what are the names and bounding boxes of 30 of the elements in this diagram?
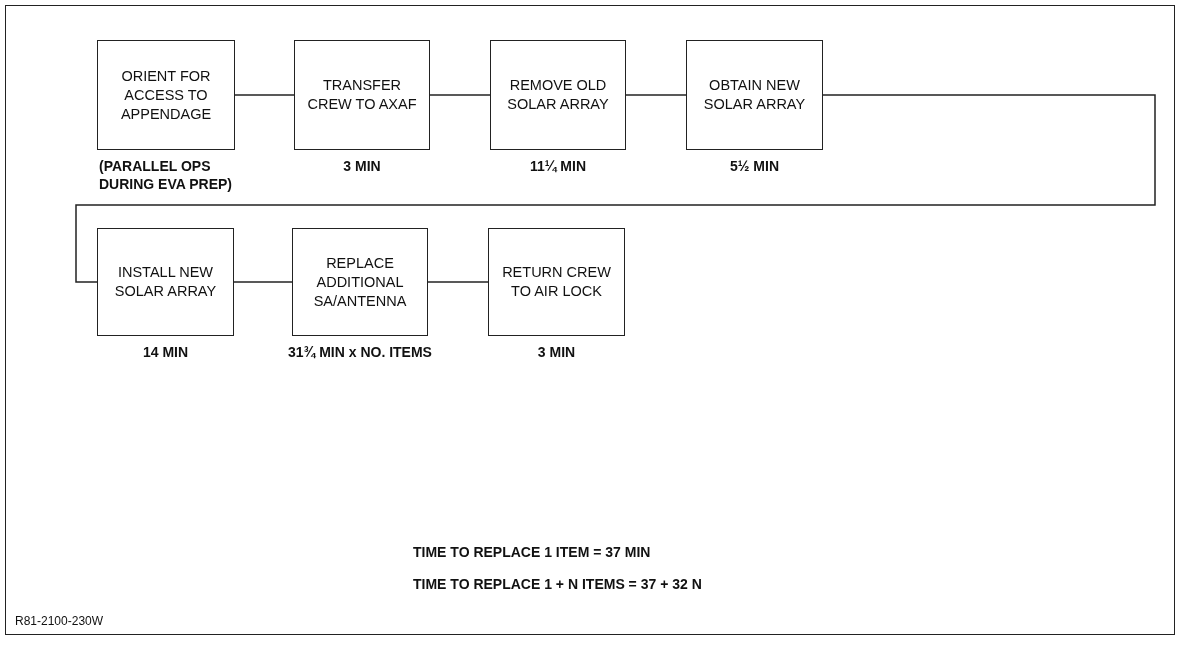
figure-number: R81-2100-230W (15, 614, 104, 628)
connector-line (427, 281, 489, 283)
step-text: RETURN CREW TO AIR LOCK (501, 263, 612, 301)
connector-line (233, 281, 293, 283)
step-text: OBTAIN NEW SOLAR ARRAY (702, 76, 807, 114)
step-text: TRANSFER CREW TO AXAF (306, 76, 418, 114)
duration-note: 11¼ MIN (529, 157, 587, 175)
duration-note: (PARALLEL OPS DURING EVA PREP) (99, 157, 233, 193)
time-formula: TIME TO REPLACE 1 ITEM = 37 MIN (413, 544, 651, 560)
connector-line (429, 94, 491, 96)
process-box (490, 40, 626, 150)
duration-note: 3 MIN (536, 343, 577, 361)
step-text: REPLACE ADDITIONAL SA/ANTENNA (312, 253, 408, 311)
step-text: REMOVE OLD SOLAR ARRAY (506, 76, 610, 114)
duration-note: 14 MIN (141, 343, 190, 361)
connector-line (234, 94, 295, 96)
step-text: INSTALL NEW SOLAR ARRAY (113, 263, 218, 301)
duration-note: 5½ MIN (729, 157, 780, 175)
process-box (292, 228, 428, 336)
step-text: ORIENT FOR ACCESS TO APPENDAGE (119, 66, 213, 124)
connector-line (625, 94, 687, 96)
duration-note: 3 MIN (342, 157, 382, 175)
process-box (686, 40, 823, 150)
time-formula: TIME TO REPLACE 1 + N ITEMS = 37 + 32 N (413, 576, 702, 592)
process-box (97, 228, 234, 336)
process-box (488, 228, 625, 336)
duration-note: 31¾ MIN x NO. ITEMS (287, 343, 433, 361)
connector-line (75, 94, 1156, 283)
process-box (294, 40, 430, 150)
process-box (97, 40, 235, 150)
